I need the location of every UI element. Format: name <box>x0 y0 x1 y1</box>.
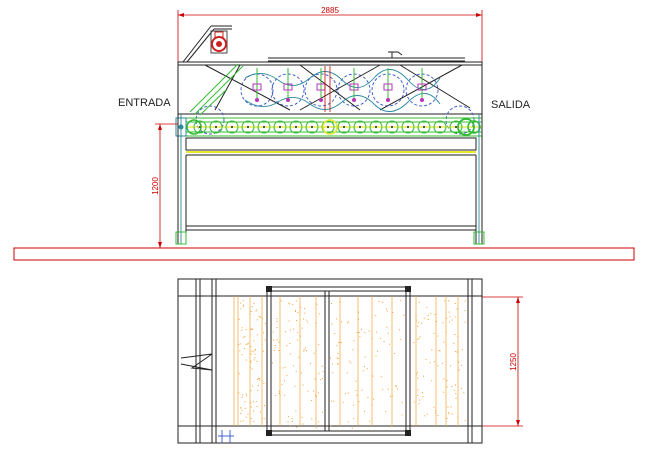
motor-icon <box>210 30 228 54</box>
nozzle <box>283 68 293 102</box>
speckle-texture <box>238 300 466 429</box>
inclined-conveyor <box>189 63 244 116</box>
drain-fitting <box>218 430 234 443</box>
width-dimension: 2885 <box>177 6 483 62</box>
brush-rollers <box>195 73 475 135</box>
floor-line <box>13 247 635 261</box>
motor-arm <box>182 25 232 63</box>
nozzle <box>252 68 262 102</box>
width-dimension-text: 2885 <box>321 6 339 15</box>
nozzle <box>383 68 393 102</box>
support-legs <box>175 114 485 245</box>
height-dimension: 1200 <box>151 123 178 249</box>
height-dimension-text: 1200 <box>151 177 160 195</box>
chevron-arrow-icon <box>180 353 213 371</box>
roller-conveyor <box>185 117 483 137</box>
front-elevation: 2885 <box>13 6 635 261</box>
plan-view: 1250 <box>177 278 523 444</box>
depth-dimension: 1250 <box>482 296 523 427</box>
entrance-label: ENTRADA <box>118 97 171 109</box>
drive-belts <box>244 69 441 112</box>
exit-label: SALIDA <box>491 99 531 111</box>
panel-slats <box>233 296 459 426</box>
nozzle <box>417 68 427 102</box>
nozzle <box>349 68 359 102</box>
depth-dimension-text: 1250 <box>509 353 518 371</box>
